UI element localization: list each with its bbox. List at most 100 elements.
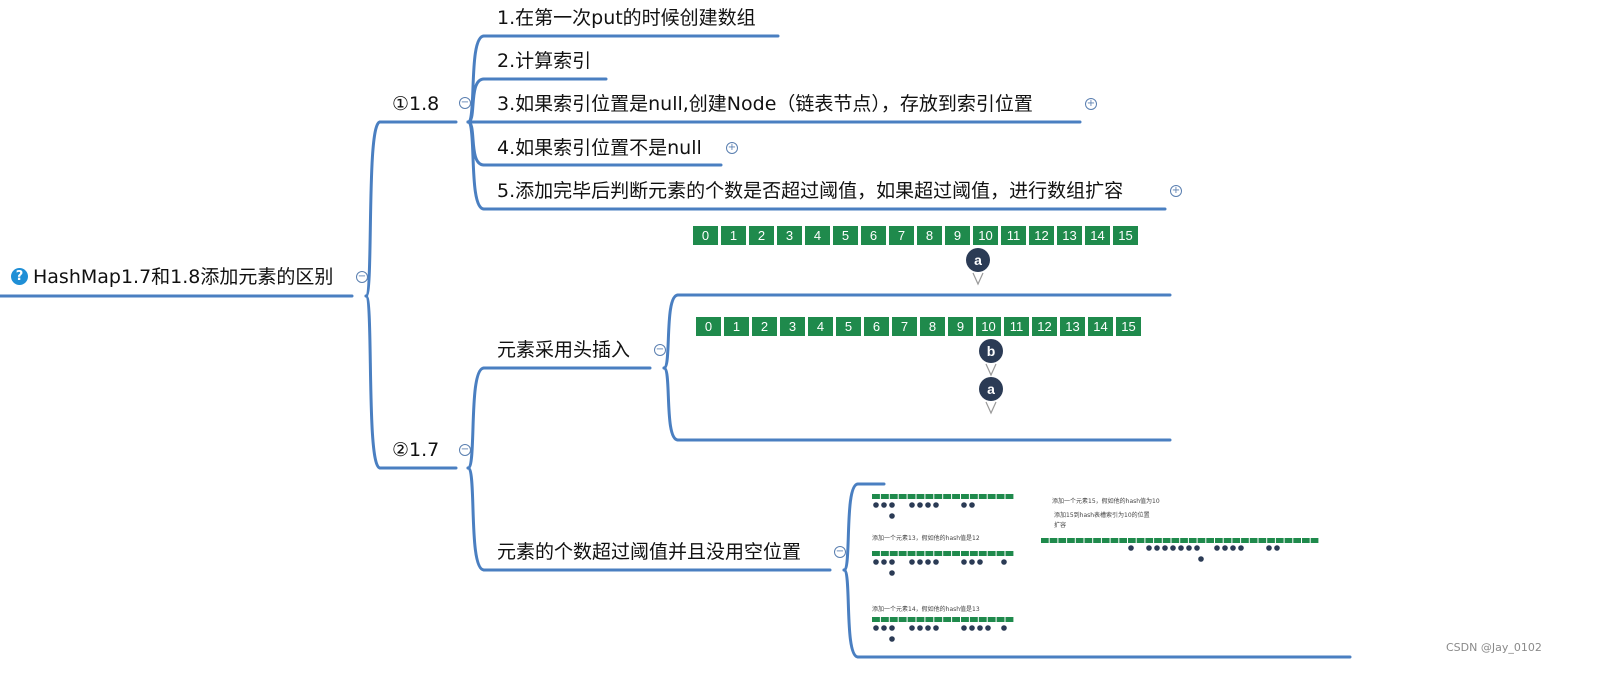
thumb-4-array [1154, 538, 1162, 543]
thumb-4-array [1197, 538, 1206, 543]
connector-lines [0, 34, 1352, 659]
array-after-cell-label: 1 [733, 319, 740, 334]
thumb-2-array [969, 551, 978, 556]
array-after-cell [1004, 317, 1029, 336]
array-before-cell [1001, 226, 1026, 245]
thumb-4-array [1249, 538, 1258, 543]
thumb-1-array [961, 494, 969, 499]
help-icon[interactable]: ? [11, 268, 28, 285]
resize-caption-3: 添加一个元素15，假如他的hash值为10 [1052, 498, 1160, 505]
thumb-2-node [961, 559, 967, 565]
head-insert-collapse-icon[interactable]: − [654, 344, 666, 356]
thumb-1-node [881, 502, 887, 508]
branch-17-head-connector [466, 366, 486, 470]
array-after-cell [836, 317, 861, 336]
thumb-4-node [1170, 545, 1176, 551]
thumb-4-array [1293, 538, 1301, 543]
thumb-4-array [1162, 538, 1171, 543]
thumb-3-node [881, 625, 887, 631]
thumb-1-array [872, 494, 880, 499]
thumb-3-array [898, 617, 907, 622]
step-2-topic[interactable]: 2.计算索引 [497, 50, 592, 72]
array-after-node-label: a [987, 381, 995, 397]
thumb-2-node [969, 559, 975, 565]
step-5-expand-icon[interactable]: + [1170, 185, 1182, 197]
thumb-4-array [1058, 538, 1067, 543]
array-before-cell [945, 226, 970, 245]
thumb-1-array [907, 494, 916, 499]
thumb-1-node [889, 502, 895, 508]
thumb-3-node [889, 636, 895, 642]
thumb-3-array [952, 617, 960, 622]
thumb-4-array [1302, 538, 1310, 543]
thumb-4-array [1171, 538, 1180, 543]
thumb-2-array [943, 551, 952, 556]
thumb-2-array [925, 551, 934, 556]
thumb-3-node [909, 625, 915, 631]
array-before-cell [805, 226, 830, 245]
thumb-4-array [1223, 538, 1232, 543]
thumb-4-node [1214, 545, 1220, 551]
array-after-node [979, 377, 1003, 401]
thumb-4-array [1067, 538, 1075, 543]
root-topic[interactable]: HashMap1.7和1.8添加元素的区别 [33, 266, 334, 288]
thumb-1-array [889, 494, 898, 499]
thumb-4-node [1230, 545, 1236, 551]
thumb-1-node [933, 502, 939, 508]
array-after-node [979, 339, 1003, 363]
array-after-cell-label: 7 [901, 319, 908, 334]
resize-illustration [872, 494, 1319, 642]
thumb-2-node [889, 559, 895, 565]
step-1-topic[interactable]: 1.在第一次put的时候创建数组 [497, 7, 756, 29]
root-to-17-connector [364, 294, 382, 470]
branch-17-topic[interactable]: ②1.7 [392, 439, 440, 461]
resize-collapse-icon[interactable]: − [834, 546, 846, 558]
array-after-cell [696, 317, 721, 336]
thumb-3-array [934, 617, 943, 622]
step-4-topic[interactable]: 4.如果索引位置不是null [497, 137, 702, 159]
branch-18-collapse-icon[interactable]: − [459, 97, 471, 109]
array-before-cell-label: 11 [1007, 228, 1021, 243]
thumb-3-array [996, 617, 1005, 622]
thumb-4-array [1084, 538, 1093, 543]
array-after-cell [1088, 317, 1113, 336]
thumb-3-array [978, 617, 987, 622]
array-after-node-arrow [985, 401, 997, 415]
thumb-4-array [1101, 538, 1110, 543]
thumb-2-node [977, 559, 983, 565]
thumb-4-array [1093, 538, 1101, 543]
resize-caption-1: 添加一个元素13，假如他的hash值是12 [872, 535, 980, 542]
thumb-3-node [933, 625, 939, 631]
thumb-1-node [889, 513, 895, 519]
thumb-4-array [1258, 538, 1267, 543]
step-3-expand-icon[interactable]: + [1085, 98, 1097, 110]
thumb-3-node [889, 625, 895, 631]
array-before-cell [833, 226, 858, 245]
step-5-topic[interactable]: 5.添加完毕后判断元素的个数是否超过阈值，如果超过阈值，进行数组扩容 [497, 180, 1124, 202]
array-before-cell [1029, 226, 1054, 245]
head-insert-topic[interactable]: 元素采用头插入 [497, 339, 631, 361]
thumb-1-array [898, 494, 907, 499]
array-before-cell [693, 226, 718, 245]
branch-18-step-5-connector [466, 120, 486, 211]
array-before-cell-label: 4 [814, 228, 821, 243]
thumb-3-array [961, 617, 969, 622]
thumb-4-array [1128, 538, 1136, 543]
branch-18-topic[interactable]: ①1.8 [392, 93, 440, 115]
root-collapse-icon[interactable]: − [356, 271, 368, 283]
array-after-node-arrow [985, 363, 997, 377]
step-4-expand-icon[interactable]: + [726, 142, 738, 154]
thumb-4-node [1198, 556, 1204, 562]
thumb-3-node [925, 625, 931, 631]
resize-caption-4: 添加15到hash表槽索引为10的位置 [1054, 512, 1150, 519]
resize-topic[interactable]: 元素的个数超过阈值并且没用空位置 [497, 541, 802, 563]
branch-17-collapse-icon[interactable]: − [459, 444, 471, 456]
thumb-4-array [1180, 538, 1188, 543]
array-after-cell [864, 317, 889, 336]
array-after-cell [724, 317, 749, 336]
step-3-topic[interactable]: 3.如果索引位置是null,创建Node（链表节点），存放到索引位置 [497, 93, 1033, 115]
thumb-4-array [1215, 538, 1223, 543]
thumb-4-array [1145, 538, 1154, 543]
array-after-cell [920, 317, 945, 336]
